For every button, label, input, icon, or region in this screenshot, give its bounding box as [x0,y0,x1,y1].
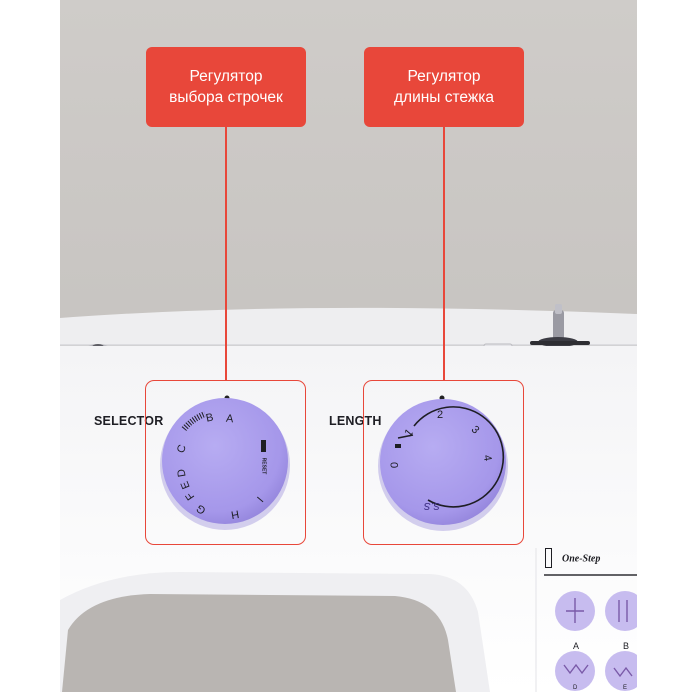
callout-length: Регулятор длины стежка [364,47,524,127]
length-number-2: 2 [437,409,444,421]
spool-pin-right [530,304,590,347]
callout-length-line2: длины стежка [394,89,494,106]
callout-selector-line2: выбора строчек [169,89,283,106]
callout-selector: Регулятор выбора строчек [146,47,306,127]
pattern-label-e: E [623,685,628,691]
reset-marker [261,440,266,452]
sewing-machine-photo [60,0,637,692]
highlight-frame-length [363,380,524,545]
highlight-frame-selector [145,380,306,545]
machine-lid [60,307,637,345]
callout-length-line1: Регулятор [407,68,481,85]
length-label: LENGTH [329,414,382,428]
connector-line-length [443,127,445,381]
pattern-label-d: D [573,685,578,691]
selector-dial [160,398,290,530]
logo-text: One-Step [562,553,601,565]
pattern-label-b: B [623,641,630,651]
sewing-machine-drawing [60,0,637,692]
connector-line-selector [225,127,227,381]
length-dial [378,399,508,531]
pattern-chart [555,591,637,691]
logo-mark [545,548,552,568]
free-arm-opening [62,594,456,692]
pattern-label-a: A [573,641,580,651]
callout-selector-line1: Регулятор [189,68,263,85]
brand-logo: One-Step [545,548,600,568]
